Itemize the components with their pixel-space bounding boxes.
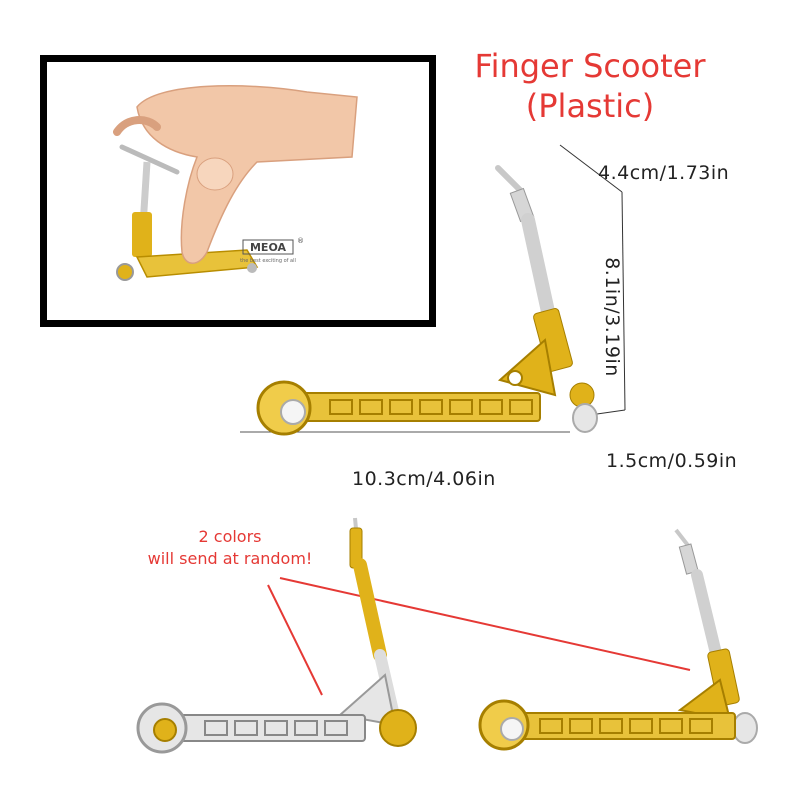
dimension-handle-width: 4.4cm/1.73in (598, 162, 730, 184)
dimension-length: 10.3cm/4.06in (352, 468, 496, 490)
hand-scooter-illustration: MEOA ® the best exciting of all (113, 85, 358, 281)
brand-logo: MEOA ® the best exciting of all (240, 237, 304, 264)
inset-scooter (116, 144, 259, 281)
note-line-2: will send at random! (147, 548, 313, 568)
note-line-1: 2 colors (198, 527, 262, 546)
logo-registered-mark: ® (297, 237, 304, 245)
dimension-wheel-width: 1.5cm/0.59in (606, 450, 738, 472)
logo-tagline: the best exciting of all (240, 258, 296, 264)
inset-photo-frame: MEOA ® the best exciting of all (40, 55, 436, 327)
hand (113, 85, 358, 264)
color-note: 2 colors will send at random! (120, 526, 340, 569)
logo-brand-text: MEOA (250, 241, 287, 254)
title-line-2: (Plastic) (525, 87, 655, 125)
title-line-1: Finger Scooter (474, 47, 706, 85)
product-title: Finger Scooter (Plastic) (440, 46, 740, 126)
